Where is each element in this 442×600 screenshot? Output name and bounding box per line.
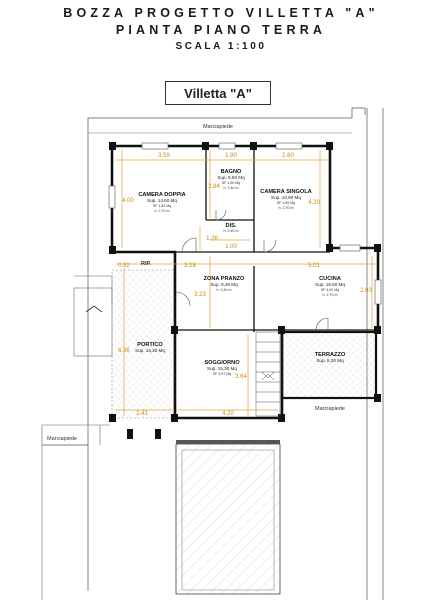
room-camera-singola-sf: SF 1,65 Mq [277, 201, 296, 205]
dim-rip-width: 0.92 [118, 263, 130, 269]
room-cucina-sf: SF 4,00 Mq [321, 288, 340, 292]
dim-camera-singola-depth: 4.20 [308, 200, 320, 206]
room-zona-pranzo-h: h. 2,40 m [217, 288, 232, 292]
doors [175, 209, 329, 331]
room-zona-pranzo-area: Sup. 9,45 Mq [210, 282, 238, 287]
room-cucina-h: h. 2,70 m [323, 293, 338, 297]
room-camera-singola-name: CAMERA SINGOLA [260, 189, 311, 195]
dim-zona-pranzo-width: 3.18 [184, 263, 196, 269]
windows [108, 142, 382, 305]
drawing-scale: SCALA 1:100 [175, 41, 267, 52]
portico-area [111, 269, 175, 419]
label-rip: RIP. [141, 261, 151, 267]
dim-bagno-width: 1.90 [225, 153, 237, 159]
label-marciapiede-right: Marciapiede [315, 406, 345, 412]
room-dis-h: h. 2,40 m [224, 229, 239, 233]
room-terrazzo-area: Sup. 8,30 Mq [316, 358, 344, 363]
room-bagno-area: Sup. 5,60 Mq [217, 175, 245, 180]
dim-dis-depth: 1.26 [206, 236, 218, 242]
room-zona-pranzo-name: ZONA PRANZO [204, 276, 245, 282]
room-camera-doppia-area: Sup. 14,60 Mq [147, 198, 177, 203]
villa-title-box: Villetta "A" [165, 81, 271, 105]
dim-portico-depth: 6.36 [118, 348, 130, 354]
dim-soggiorno-depth: 3.64 [235, 374, 247, 380]
room-soggiorno-sf: SF 3,97 Mq [213, 372, 232, 376]
room-camera-singola-area: Sup. 10,90 Mq [271, 195, 301, 200]
room-soggiorno-name: SOGGIORNO [204, 360, 240, 366]
driveway-area [175, 440, 281, 595]
dimension-lines [116, 150, 376, 416]
terrace-area [280, 330, 378, 400]
dim-cucina-width: 5.01 [308, 263, 320, 269]
drawing-title-line2: PIANTA PIANO TERRA [115, 23, 327, 37]
room-camera-doppia-sf: SF 1,83 Mq [153, 204, 172, 208]
room-portico-area: Sup. 15,30 Mq [135, 348, 165, 353]
dim-portico-width: 2.41 [136, 411, 148, 417]
interior-walls [112, 146, 378, 332]
drawing-title-line1: BOZZA PROGETTO VILLETTA "A" [63, 6, 379, 20]
room-camera-singola-h: h. 2,70 m [279, 206, 294, 210]
dim-cucina-depth: 2.93 [360, 288, 372, 294]
label-marciapiede-top: Marciapiede [203, 124, 233, 130]
room-cucina-area: Sup. 15,60 Mq [315, 282, 345, 287]
room-bagno-sf: SF 1,00 Mq [222, 181, 241, 185]
room-portico-name: PORTICO [137, 342, 163, 348]
dim-zona-pranzo-depth: 3.23 [194, 292, 206, 298]
room-terrazzo-name: TERRAZZO [315, 352, 346, 358]
room-bagno-h: h. 2,40 m [224, 186, 239, 190]
dim-camera-singola-width: 2.60 [282, 153, 294, 159]
dim-dis-width: 1.00 [225, 244, 237, 250]
dim-bagno-depth: 2.84 [208, 184, 220, 190]
dim-soggiorno-width: 4.20 [222, 411, 234, 417]
label-marciapiede-left: Marciapiede [47, 436, 77, 442]
room-cucina-name: CUCINA [319, 276, 341, 282]
columns [109, 142, 381, 439]
room-dis-name: DIS. [226, 223, 237, 229]
room-soggiorno-area: Sup. 15,30 Mq [207, 366, 237, 371]
room-bagno-name: BAGNO [221, 169, 242, 175]
room-camera-doppia-h: h. 2,70 m [155, 209, 170, 213]
dim-camera-doppia-depth: 4.00 [122, 198, 134, 204]
stairs [255, 331, 281, 417]
dim-camera-doppia-width: 3.59 [158, 153, 170, 159]
room-camera-doppia-name: CAMERA DOPPIA [138, 192, 185, 198]
villa-title: Villetta "A" [184, 85, 252, 101]
